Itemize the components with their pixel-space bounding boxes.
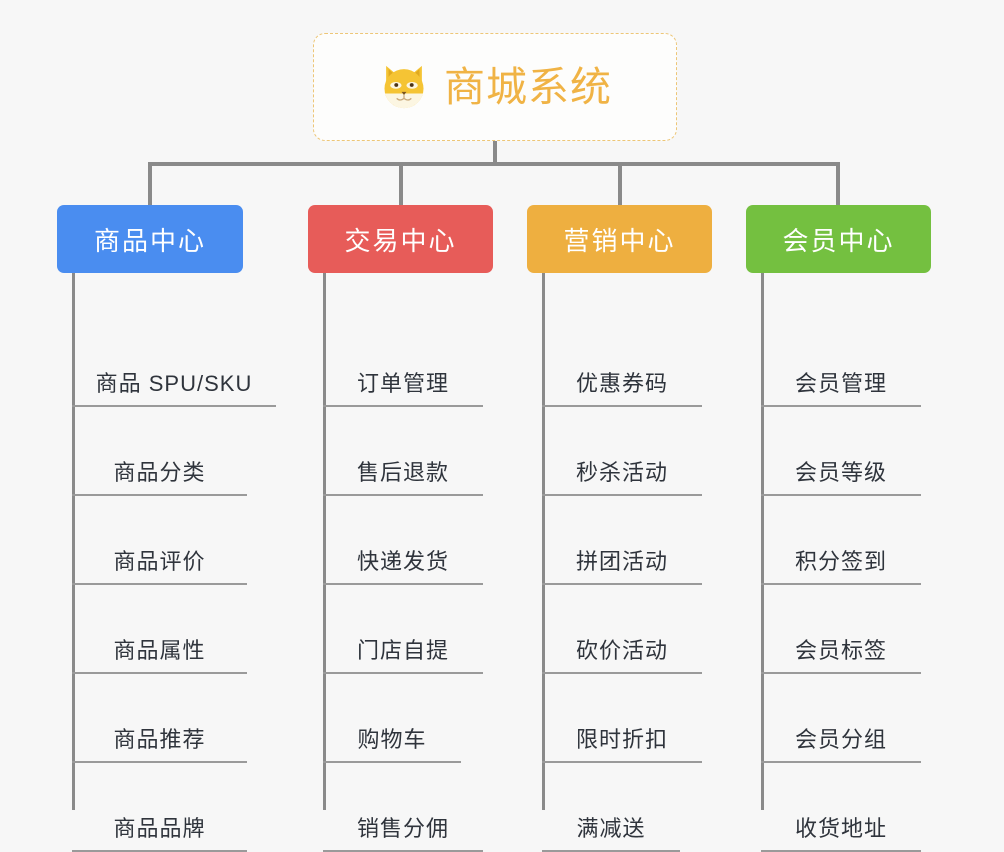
branch-area-2: 订单管理 售后退款 快递发货 门店自提 购物车 销售分佣 xyxy=(308,273,488,852)
leaf-item-4-6[interactable]: 收货地址 xyxy=(761,763,921,852)
branch-area-3: 优惠券码 秒杀活动 拼团活动 砍价活动 限时折扣 满减送 xyxy=(527,273,707,852)
leaf-item-3-3[interactable]: 拼团活动 xyxy=(542,496,702,585)
category-header-1[interactable]: 商品中心 xyxy=(57,205,243,273)
shiba-dog-face-icon xyxy=(384,65,424,109)
leaf-item-4-1[interactable]: 会员管理 xyxy=(761,318,921,407)
root-title: 商城系统 xyxy=(444,63,612,110)
leaf-item-3-6[interactable]: 满减送 xyxy=(542,763,680,852)
leaf-label: 商品 SPU/SKU xyxy=(95,371,253,396)
leaf-label: 销售分佣 xyxy=(356,816,449,841)
leaf-item-3-5[interactable]: 限时折扣 xyxy=(542,674,702,763)
leaf-item-2-1[interactable]: 订单管理 xyxy=(323,318,483,407)
branch-area-4: 会员管理 会员等级 积分签到 会员标签 会员分组 收货地址 xyxy=(746,273,926,852)
leaf-label: 满减送 xyxy=(576,816,646,841)
category-header-4[interactable]: 会员中心 xyxy=(746,205,931,273)
leaf-label: 商品属性 xyxy=(113,638,206,663)
leaf-label: 订单管理 xyxy=(356,371,449,396)
category-header-2[interactable]: 交易中心 xyxy=(308,205,493,273)
branch-area-1: 商品 SPU/SKU 商品分类 商品评价 商品属性 商品推荐 商品品牌 xyxy=(57,273,277,852)
leaf-label: 快递发货 xyxy=(356,549,449,574)
connector-horizontal-bus xyxy=(148,162,840,166)
category-column-4: 会员中心 会员管理 会员等级 积分签到 会员标签 会员分组 收货地址 xyxy=(746,205,931,852)
leaf-item-2-4[interactable]: 门店自提 xyxy=(323,585,483,674)
leaf-item-4-4[interactable]: 会员标签 xyxy=(761,585,921,674)
leaf-item-3-1[interactable]: 优惠券码 xyxy=(542,318,702,407)
leaf-item-3-4[interactable]: 砍价活动 xyxy=(542,585,702,674)
leaf-item-2-5[interactable]: 购物车 xyxy=(323,674,461,763)
category-column-2: 交易中心 订单管理 售后退款 快递发货 门店自提 购物车 销售分佣 xyxy=(308,205,493,852)
category-column-1: 商品中心 商品 SPU/SKU 商品分类 商品评价 商品属性 商品推荐 商品品牌 xyxy=(57,205,277,852)
leaf-label: 限时折扣 xyxy=(575,727,668,752)
leaf-item-3-2[interactable]: 秒杀活动 xyxy=(542,407,702,496)
leaf-item-2-2[interactable]: 售后退款 xyxy=(323,407,483,496)
leaf-label: 会员分组 xyxy=(794,727,887,752)
leaf-item-1-5[interactable]: 商品推荐 xyxy=(72,674,247,763)
leaf-label: 会员标签 xyxy=(794,638,887,663)
category-header-label-1: 商品中心 xyxy=(93,225,206,256)
leaf-item-1-3[interactable]: 商品评价 xyxy=(72,496,247,585)
category-header-label-3: 营销中心 xyxy=(563,225,676,256)
leaf-label: 商品品牌 xyxy=(113,816,206,841)
branch-trunk-2 xyxy=(323,273,326,810)
leaf-label: 拼团活动 xyxy=(575,549,668,574)
leaf-item-2-3[interactable]: 快递发货 xyxy=(323,496,483,585)
leaf-item-4-5[interactable]: 会员分组 xyxy=(761,674,921,763)
category-header-label-4: 会员中心 xyxy=(782,225,895,256)
branch-trunk-4 xyxy=(761,273,764,810)
leaf-item-1-2[interactable]: 商品分类 xyxy=(72,407,247,496)
leaf-label: 商品评价 xyxy=(113,549,206,574)
connector-root-stem xyxy=(493,141,497,164)
connector-drop-1 xyxy=(148,162,152,207)
leaf-label: 收货地址 xyxy=(794,816,887,841)
leaf-label: 砍价活动 xyxy=(575,638,668,663)
leaf-label: 商品推荐 xyxy=(113,727,206,752)
leaf-item-1-6[interactable]: 商品品牌 xyxy=(72,763,247,852)
leaf-label: 秒杀活动 xyxy=(575,460,668,485)
category-header-label-2: 交易中心 xyxy=(344,225,457,256)
leaf-item-4-2[interactable]: 会员等级 xyxy=(761,407,921,496)
root-node[interactable]: 商城系统 xyxy=(313,33,677,141)
leaf-label: 会员等级 xyxy=(794,460,887,485)
leaf-label: 售后退款 xyxy=(356,460,449,485)
leaf-item-1-4[interactable]: 商品属性 xyxy=(72,585,247,674)
leaf-label: 购物车 xyxy=(357,727,427,752)
connector-drop-3 xyxy=(618,162,622,207)
leaf-label: 积分签到 xyxy=(794,549,887,574)
leaf-item-4-3[interactable]: 积分签到 xyxy=(761,496,921,585)
leaf-label: 会员管理 xyxy=(794,371,887,396)
leaf-item-2-6[interactable]: 销售分佣 xyxy=(323,763,483,852)
category-column-3: 营销中心 优惠券码 秒杀活动 拼团活动 砍价活动 限时折扣 满减送 xyxy=(527,205,712,852)
branch-trunk-3 xyxy=(542,273,545,810)
category-header-3[interactable]: 营销中心 xyxy=(527,205,712,273)
leaf-label: 优惠券码 xyxy=(575,371,668,396)
branch-trunk-1 xyxy=(72,273,75,810)
connector-drop-4 xyxy=(836,162,840,207)
leaf-label: 门店自提 xyxy=(356,638,449,663)
connector-drop-2 xyxy=(399,162,403,207)
leaf-item-1-1[interactable]: 商品 SPU/SKU xyxy=(72,318,276,407)
leaf-label: 商品分类 xyxy=(113,460,206,485)
